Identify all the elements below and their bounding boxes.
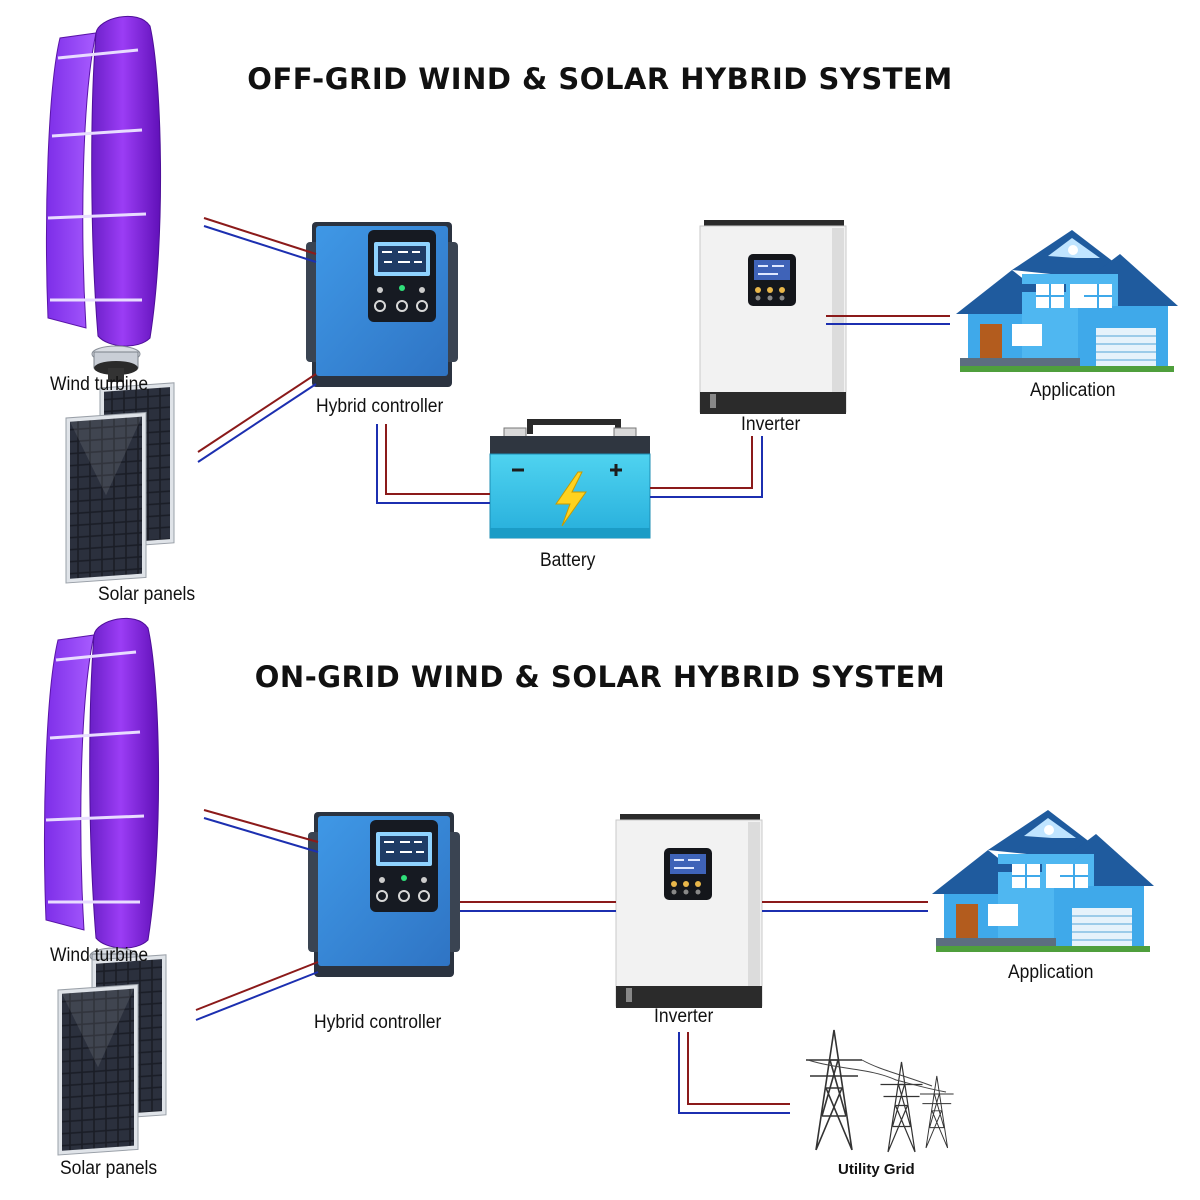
wind-turbine-label-bottom: Wind turbine xyxy=(50,945,149,966)
house-top xyxy=(955,229,1179,373)
battery-label-top: Battery xyxy=(540,550,596,571)
solar-panels-label-top: Solar panels xyxy=(98,584,196,605)
on-grid-title: ON-GRID WIND & SOLAR HYBRID SYSTEM xyxy=(254,660,946,694)
off-grid-title: OFF-GRID WIND & SOLAR HYBRID SYSTEM xyxy=(247,62,953,96)
hybrid-controller-label-bottom: Hybrid controller xyxy=(314,1012,442,1033)
application-label-bottom: Application xyxy=(1008,962,1094,983)
inverter-label-bottom: Inverter xyxy=(654,1006,714,1027)
solar-panels-top xyxy=(65,382,175,584)
wires-bottom xyxy=(195,809,928,1114)
utility-grid-pylons xyxy=(805,1029,955,1153)
hybrid-controller-top xyxy=(305,221,459,388)
application-label-top: Application xyxy=(1030,380,1116,401)
solar-panels-bottom xyxy=(57,954,167,1156)
utility-grid-label: Utility Grid xyxy=(838,1161,915,1178)
battery-top xyxy=(490,422,650,538)
inverter-bottom xyxy=(615,813,763,1009)
inverter-label-top: Inverter xyxy=(741,414,801,435)
solar-panels-label-bottom: Solar panels xyxy=(60,1158,158,1179)
wind-turbine-label-top: Wind turbine xyxy=(50,374,149,395)
hybrid-controller-bottom xyxy=(307,811,461,978)
wires-top xyxy=(197,217,950,504)
inverter-top xyxy=(699,219,847,415)
house-bottom xyxy=(931,809,1155,953)
hybrid-controller-label-top: Hybrid controller xyxy=(316,396,444,417)
